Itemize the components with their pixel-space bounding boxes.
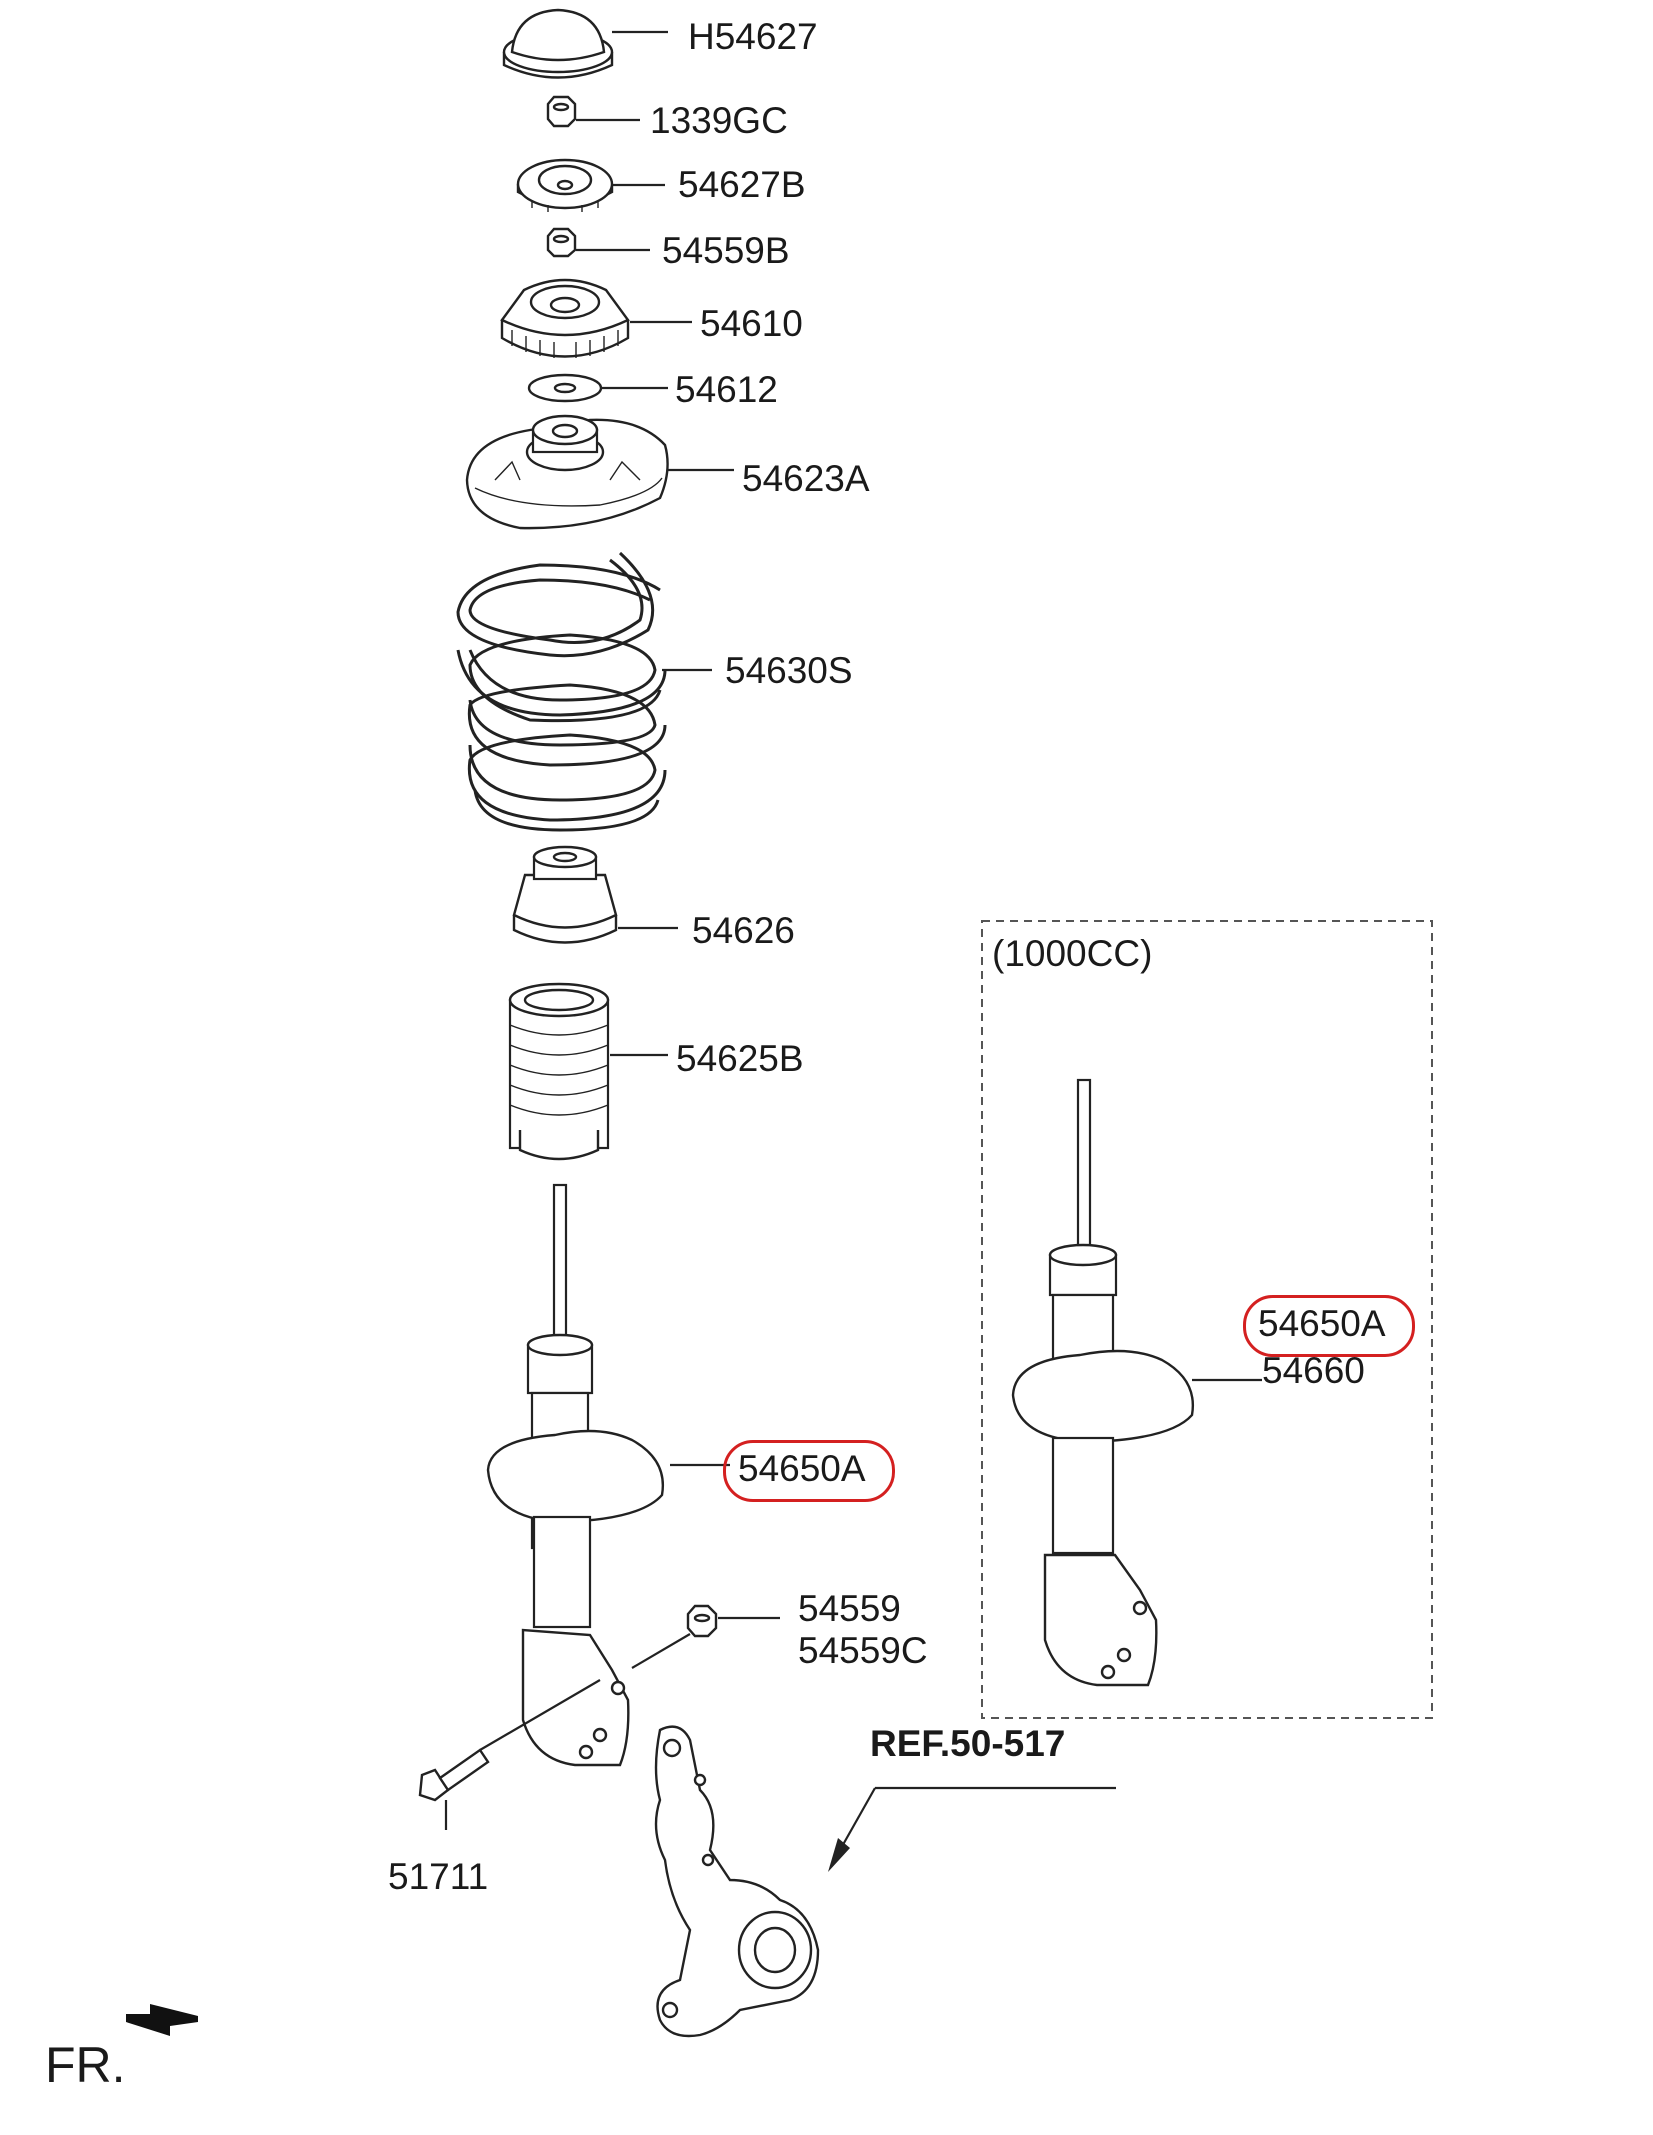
part-54559b-nut [546, 227, 577, 258]
label-54612: 54612 [675, 369, 778, 410]
label-54650a-variant: 54650A [1258, 1303, 1386, 1344]
label-54559: 54559 [798, 1588, 901, 1629]
part-strut-variant [1011, 1078, 1195, 1687]
part-54630s-coil-spring [456, 551, 667, 832]
label-variant-1000cc: (1000CC) [992, 933, 1153, 974]
label-54660: 54660 [1262, 1350, 1365, 1391]
part-54610-bearing [500, 278, 630, 358]
label-54610: 54610 [700, 303, 803, 344]
label-54559c: 54559C [798, 1630, 928, 1671]
label-1339gc: 1339GC [650, 100, 788, 141]
label-54623a: 54623A [742, 458, 870, 499]
label-54627b: 54627B [678, 164, 806, 205]
part-1339gc-nut [546, 95, 577, 128]
label-h54627: H54627 [688, 16, 818, 57]
label-ref-50-517: REF.50-517 [870, 1723, 1066, 1764]
part-h54627-dust-cap [502, 8, 614, 79]
part-54626-bump-stopper [512, 845, 618, 944]
part-54623a-spring-seat [465, 414, 669, 530]
leader-arrowhead [828, 1838, 850, 1872]
part-54625b-dust-cover [508, 982, 610, 1161]
part-54612-washer [527, 373, 603, 403]
label-54630s: 54630S [725, 650, 853, 691]
label-54559b: 54559B [662, 230, 790, 271]
label-54650a-main: 54650A [738, 1448, 866, 1489]
part-54559-nut [686, 1604, 718, 1638]
variant-dashed-box [981, 920, 1433, 1719]
part-54627b-mount-plate [516, 158, 614, 212]
label-54625b: 54625B [676, 1038, 804, 1079]
label-fr: FR. [45, 2037, 126, 2093]
part-51711-bolt [418, 1748, 490, 1802]
label-51711: 51711 [388, 1856, 489, 1897]
part-ref-50-517-knuckle [654, 1725, 820, 2038]
part-strut-main [486, 1183, 665, 1767]
label-54626: 54626 [692, 910, 795, 951]
highlight-54650a-main [723, 1440, 895, 1502]
front-direction-arrow [126, 2004, 198, 2036]
highlight-54650a-variant [1243, 1295, 1415, 1357]
